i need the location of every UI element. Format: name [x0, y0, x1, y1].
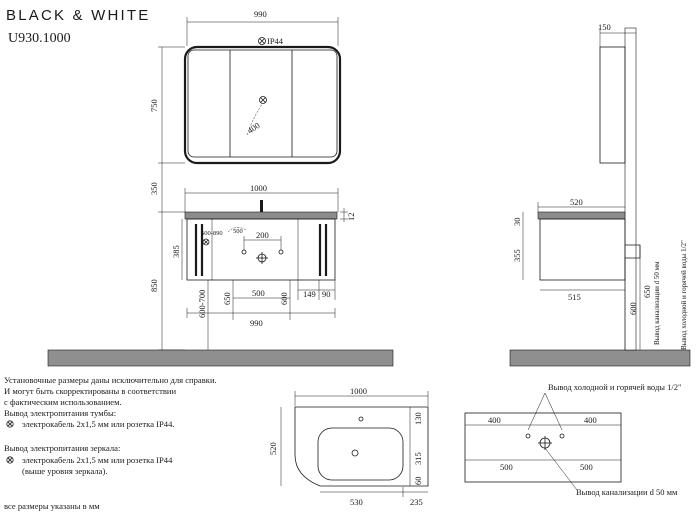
faucet-icon: [260, 200, 263, 212]
note-line-4: Вывод электропитания тумбы:: [4, 408, 116, 418]
mirror-width-label: 990: [254, 9, 267, 19]
gap-350-label: 350: [149, 182, 159, 195]
note-line-8: (выше уровня зеркала).: [22, 466, 107, 476]
installation-notes: Установочные размеры даны исключительно …: [4, 375, 217, 511]
side-d600-label: 600: [628, 302, 638, 315]
floor-side: [509, 349, 691, 367]
wall-hot-tap-icon: [559, 433, 565, 439]
tap-spacing-label: 200: [256, 230, 269, 240]
d355-label: 355: [512, 249, 522, 262]
d530-label: 530: [350, 497, 363, 507]
note-line-5: электрокабель 2х1,5 мм или розетка IP44.: [22, 419, 175, 429]
cabinet-power-legend-icon: [6, 420, 14, 428]
mirror-front-view: 400 IP44 990: [183, 9, 342, 165]
cable-range-label: 600-890: [201, 230, 223, 237]
side-water-note: Вывод холодной и горячей воды 1/2": [680, 240, 688, 350]
top-12-label: 12: [346, 213, 356, 222]
d500-label: 500: [252, 288, 265, 298]
d315-label: 315: [413, 452, 423, 465]
cabinet-power-icon: [202, 238, 210, 246]
d60-label: 60: [413, 477, 423, 486]
d90-label: 90: [322, 289, 331, 299]
range-600-700-label: 600-700: [197, 290, 207, 318]
wall-drain-icon: [538, 436, 552, 450]
basin-outline: [294, 406, 429, 487]
side-385-label: 385: [171, 245, 181, 258]
bottom-990-label: 990: [250, 318, 263, 328]
cold-tap-icon: [241, 249, 247, 255]
brand-logo: BLACK & WHITE: [6, 7, 150, 24]
d500-left-label: 500: [500, 462, 513, 472]
wall-section: [624, 27, 637, 351]
d400-right-label: 400: [584, 415, 597, 425]
d400-left-label: 400: [488, 415, 501, 425]
mirror-height-label: 750: [149, 99, 159, 112]
ip44-label: IP44: [267, 36, 284, 46]
ring-500-label: 500: [233, 228, 243, 235]
cabinet-width-label: 1000: [250, 183, 267, 193]
wall-cold-tap-icon: [525, 433, 531, 439]
depth-150-label: 150: [598, 22, 611, 32]
d235-label: 235: [410, 497, 423, 507]
note-line-3: с фактическим использованием.: [4, 397, 122, 407]
basin-top-view: 1000 520 130 315 60 530 235: [268, 386, 429, 507]
wall-panel: [464, 412, 622, 483]
wall-outlets-view: Вывод холодной и горячей воды 1/2" 400 4…: [464, 382, 681, 497]
d149-label: 149: [303, 289, 316, 299]
basin-drain-icon: [351, 449, 359, 457]
countertop-side: [537, 211, 626, 220]
height-850-label: 850: [149, 279, 159, 292]
hot-tap-icon: [278, 249, 284, 255]
cabinet-side: [539, 218, 626, 281]
cabinet-front-view: 1000 12 385 600-890 500: [171, 183, 356, 350]
cabinet-body: [186, 218, 336, 281]
left-vertical-dims: 350 750 350 850: [149, 46, 185, 351]
ip44-power-icon: [258, 37, 266, 45]
side-d650-label: 650: [642, 285, 652, 298]
d130-label: 130: [413, 412, 423, 425]
side-drain-note: Вывод канализации d 50 мм: [653, 261, 661, 345]
model-code: U930.1000: [8, 31, 71, 46]
d500-right-label: 500: [580, 462, 593, 472]
bowl-outline: [317, 427, 404, 481]
d30-label: 30: [512, 218, 522, 227]
d600-label: 600: [279, 292, 289, 305]
basin-width-label: 1000: [350, 386, 367, 396]
side-view: 150 520 30 355 515 600 650 Вывод канализ…: [512, 22, 688, 351]
note-line-6: Вывод электропитания зеркала:: [4, 443, 120, 453]
mirror-outline: [183, 45, 342, 165]
d650-label: 650: [222, 292, 232, 305]
mirror-power-icon: [259, 96, 267, 104]
depth-520-label: 520: [570, 197, 583, 207]
basin-depth-label: 520: [268, 442, 278, 455]
countertop: [184, 211, 338, 220]
note-line-1: Установочные размеры даны исключительно …: [4, 375, 217, 385]
wall-drain-note: Вывод канализации d 50 мм: [576, 487, 678, 497]
drain-icon: [256, 252, 268, 264]
footer-note: все размеры указаны в мм: [4, 501, 100, 511]
note-line-7: электрокабель 2х1,5 мм или розетка IP44: [22, 455, 173, 465]
wall-water-note: Вывод холодной и горячей воды 1/2": [548, 382, 681, 392]
mirror-side: [599, 46, 626, 164]
floor-front: [47, 349, 394, 367]
note-line-2: И могут быть скорректированы в соответст…: [4, 386, 176, 396]
mirror-power-legend-icon: [6, 456, 14, 464]
basin-tap-hole-icon: [358, 416, 364, 422]
depth-515-label: 515: [568, 292, 581, 302]
